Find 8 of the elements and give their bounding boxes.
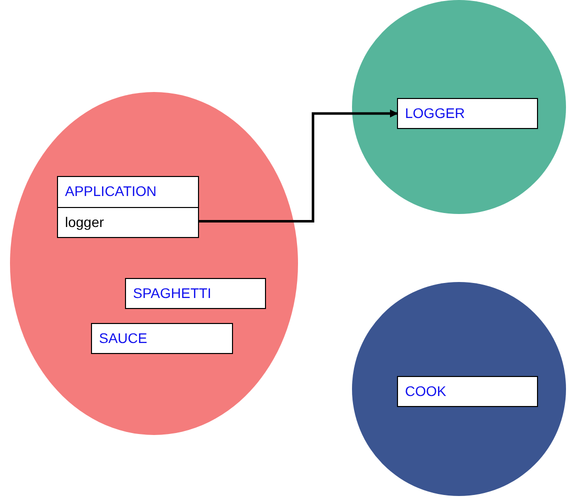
label-box: LOGGER <box>397 98 538 129</box>
label-box: SAUCE <box>91 323 233 354</box>
label-box: SPAGHETTI <box>125 278 266 309</box>
label-box: COOK <box>397 376 538 407</box>
record-field: logger <box>58 207 198 237</box>
record-box <box>57 176 199 238</box>
record-title: APPLICATION <box>64 182 158 201</box>
arrow <box>199 110 398 222</box>
